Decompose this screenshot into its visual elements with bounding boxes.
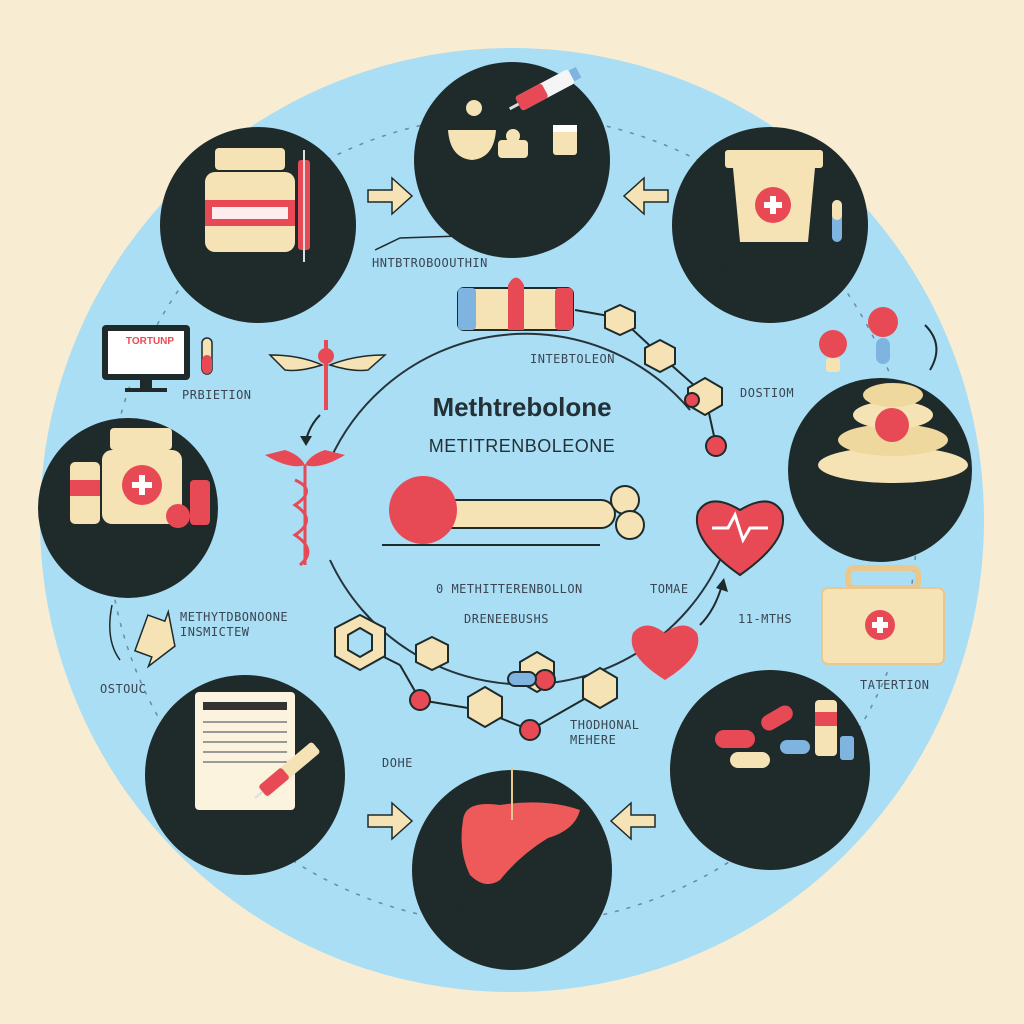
- connector-line-top: [374, 235, 461, 251]
- node-top-label: unifitative preparation: [465, 174, 559, 213]
- node-top-right-label: Ingeuraction of onome: [718, 258, 821, 297]
- node-right: [788, 378, 972, 562]
- molecule-chain-bottom: [334, 613, 618, 741]
- label-tomae: TOMAE: [650, 582, 689, 596]
- caduceus-icon: [268, 340, 387, 410]
- arrow-inner-right: [699, 578, 728, 626]
- node-bottom-right: [670, 670, 870, 870]
- diagram-title: Methtrebolone: [432, 392, 612, 422]
- pill-pair-icon: [819, 307, 938, 372]
- monitor-screen-text: TORTUNP: [125, 336, 175, 347]
- label-ostouc: OSTOUC: [100, 682, 147, 696]
- label-tatertion: TATERTION: [860, 678, 930, 692]
- arrow-left: [133, 609, 176, 669]
- node-right-label: Mothhtraning of osutiom: [828, 500, 937, 539]
- arrow-inner-left: [300, 414, 321, 446]
- node-bottom: [412, 768, 612, 970]
- capsule-row: [457, 277, 574, 331]
- node-top: [414, 62, 610, 258]
- arrow-bottom-left: [367, 801, 414, 841]
- node-bottom-left: [145, 675, 345, 875]
- bone-illustration: [382, 476, 645, 546]
- label-intebo: INTEBTOLEON: [530, 352, 615, 366]
- node-left-label: Rohhoohotaine inerotions: [66, 540, 192, 579]
- inner-cycle-arc-top: [329, 332, 691, 461]
- node-bottom-right-label: Methbonotoeohe in prgo cnactust osocomes: [709, 786, 831, 839]
- label-hrt: HNTBTROBOOUTHIN: [372, 256, 488, 270]
- arrow-bottom-right: [609, 801, 656, 841]
- node-top-left-label: intinal prepiration: [215, 268, 305, 307]
- label-drenee: DRENEEBUSHS: [464, 612, 549, 626]
- heart-icon: [631, 625, 699, 680]
- label-methyl: METHYTDBONOONE INSMICTEW: [180, 610, 289, 639]
- label-bone-caption: 0 METHITTERENBOLLON: [436, 582, 583, 596]
- label-thodhonal: THODHONAL MEHERE: [570, 718, 640, 747]
- medical-case-icon: [821, 565, 945, 665]
- node-bottom-left-label: Dostatiom: [203, 832, 287, 851]
- label-dostiom: DOSTIOM: [740, 386, 795, 400]
- node-left: [38, 418, 218, 598]
- arrow-top-left: [367, 176, 414, 216]
- label-done: DOHE: [382, 756, 413, 770]
- label-prbietion: PRBIETION: [182, 388, 252, 402]
- molecule-chain-right: [574, 303, 727, 457]
- snake-staff-icon: [265, 450, 345, 567]
- diagram-subtitle: METITRENBOLEONE: [428, 436, 616, 456]
- arrow-top-right: [622, 176, 669, 216]
- heart-heartbeat-icon: [695, 500, 785, 577]
- node-bottom-label: Monitarring of of oucomes: [454, 898, 570, 937]
- computer-monitor-icon: [102, 325, 213, 392]
- node-top-left: [160, 127, 356, 323]
- node-top-right: [672, 127, 868, 323]
- label-mths: 11-MTHS: [738, 612, 793, 626]
- connector-line-left: [109, 604, 121, 661]
